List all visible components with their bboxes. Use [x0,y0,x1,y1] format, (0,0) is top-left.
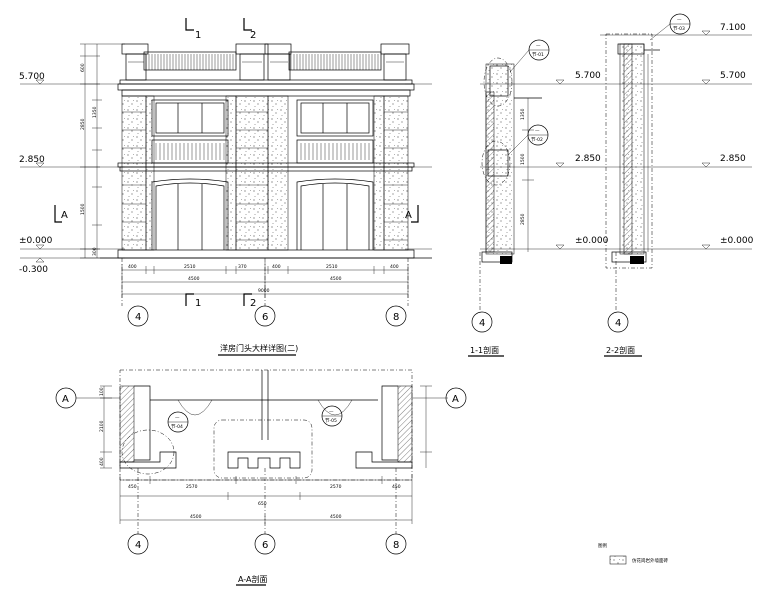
s1-vdim-2: 1500 [520,153,526,165]
plan-detail-1-bottom: 节-04 [171,424,183,430]
plan-hdim-5: 450 [392,484,401,490]
section-1-1: 5.700 2.850 ±0.000 1350 1500 2850 [468,39,609,357]
plan-cut-a-right: A [452,394,459,405]
stone-piers [121,95,409,251]
hdim-row1-3: 370 [238,264,247,270]
hdim-total: 9000 [258,288,270,294]
plan-detail-1-top: — [175,416,180,421]
plan-axis-4: 4 [135,540,141,551]
s2-axis-4: 4 [615,318,621,329]
plan-detail-tags [167,405,343,433]
plan-hdim-2: 2570 [186,484,198,490]
plan-axis-6: 6 [262,540,268,551]
plan-axis-lines [127,468,407,555]
plan-cut-lines [55,387,467,409]
level-2850: 2.850 [19,155,45,165]
section-mark-2-top: 2 [250,30,256,41]
hdim-row2-2: 4500 [330,276,342,282]
axis-6: 6 [262,312,268,323]
vdim-4: 1350 [92,106,98,118]
upper-windows [151,99,374,137]
vdim-5: 300 [92,247,98,256]
plan-cut-marks [54,205,419,223]
section-2-title: 2-2剖面 [606,345,635,355]
s1-detail-2-top: — [535,129,540,134]
s2-level-5700: 5.700 [720,71,746,81]
s1-vdim-3: 2850 [520,213,526,225]
lower-doors [151,178,374,250]
elevation-title: 洋房门头大样详图(二) [220,343,298,353]
s1-detail-1-bottom: 节-01 [532,52,544,58]
s2-level-0000: ±0.000 [720,236,754,246]
level-minus-300: -0.300 [19,265,48,275]
section-mark-1-top: 1 [195,30,201,41]
hdim-row1-2: 2510 [184,264,196,270]
section-1-detail-tags [507,39,550,156]
section-2-2: 7.100 5.700 2.850 ±0.000 — 节-03 4 2-2剖面 [600,13,754,357]
plan-hdim-3: 650 [258,501,267,507]
hdim-row1-5: 2510 [326,264,338,270]
elevation-vertical-dims [80,43,125,259]
plan-outline [119,369,413,481]
s1-level-2850: 2.850 [575,154,601,164]
s2-level-2850: 2.850 [720,154,746,164]
plan-cut-a-left: A [62,394,69,405]
level-5700: 5.700 [19,72,45,82]
hdim-row1-4: 400 [272,264,281,270]
axis-4: 4 [135,312,141,323]
vdim-3: 1500 [80,203,86,215]
section-1-title: 1-1剖面 [470,345,499,355]
section-2-detail-tag [649,13,691,41]
cut-mark-a-right: A [405,210,412,221]
plan-hdim-4: 2570 [330,484,342,490]
axis-8: 8 [393,312,399,323]
vdim-2: 2850 [80,118,86,130]
plan-title: A-A剖面 [238,574,267,584]
plan-hdim-1: 450 [128,484,137,490]
section-2-wall [605,33,660,314]
elevation-axis-lines [121,258,409,327]
s2-detail-1-bottom: 节-03 [673,26,685,32]
level-0000: ±0.000 [19,236,53,246]
legend: 图例 仿花岗岩外墙面砖 [598,542,668,565]
vdim-1: 600 [80,63,86,72]
parapet-balustrade [143,51,382,71]
plan-vdim-3: 400 [99,457,105,466]
plan-hdim-6: 4500 [190,514,202,520]
s1-vdim-1: 1350 [520,108,526,120]
plan-vdim-1: 100 [99,387,105,396]
s1-level-0000: ±0.000 [575,236,609,246]
plan-axis-8: 8 [393,540,399,551]
plan-vertical-dims [100,385,432,469]
cut-mark-a-left: A [61,210,68,221]
s1-axis-4: 4 [479,318,485,329]
section-1-wall [479,57,542,314]
elevation-base [100,249,432,259]
hdim-row2-1: 4500 [188,276,200,282]
plan-detail-2-top: — [329,410,334,415]
s1-level-5700: 5.700 [575,71,601,81]
mid-balustrade [151,139,374,164]
plan-a-a: A A — 节-04 — 节-05 [55,369,467,586]
plan-vdim-2: 2100 [99,420,105,432]
hdim-row1-1: 400 [128,264,137,270]
section-mark-2-bottom: 2 [250,298,256,309]
legend-item-stone: 仿花岗岩外墙面砖 [632,557,668,564]
hdim-row1-6: 400 [390,264,399,270]
plan-detail-2-bottom: 节-05 [325,418,337,424]
s1-detail-2-bottom: 节-02 [531,137,543,143]
s1-detail-1-top: — [536,44,541,49]
front-elevation: 5.700 2.850 ±0.000 -0.300 600 2850 1500 … [19,18,432,356]
plan-hdim-7: 4500 [330,514,342,520]
s2-detail-1-top: — [677,18,682,23]
plan-horizontal-dims [119,474,413,524]
legend-swatch-stone [609,555,627,565]
section-mark-1-bottom: 1 [195,298,201,309]
s2-level-7100: 7.100 [720,23,746,33]
legend-title: 图例 [598,542,607,549]
